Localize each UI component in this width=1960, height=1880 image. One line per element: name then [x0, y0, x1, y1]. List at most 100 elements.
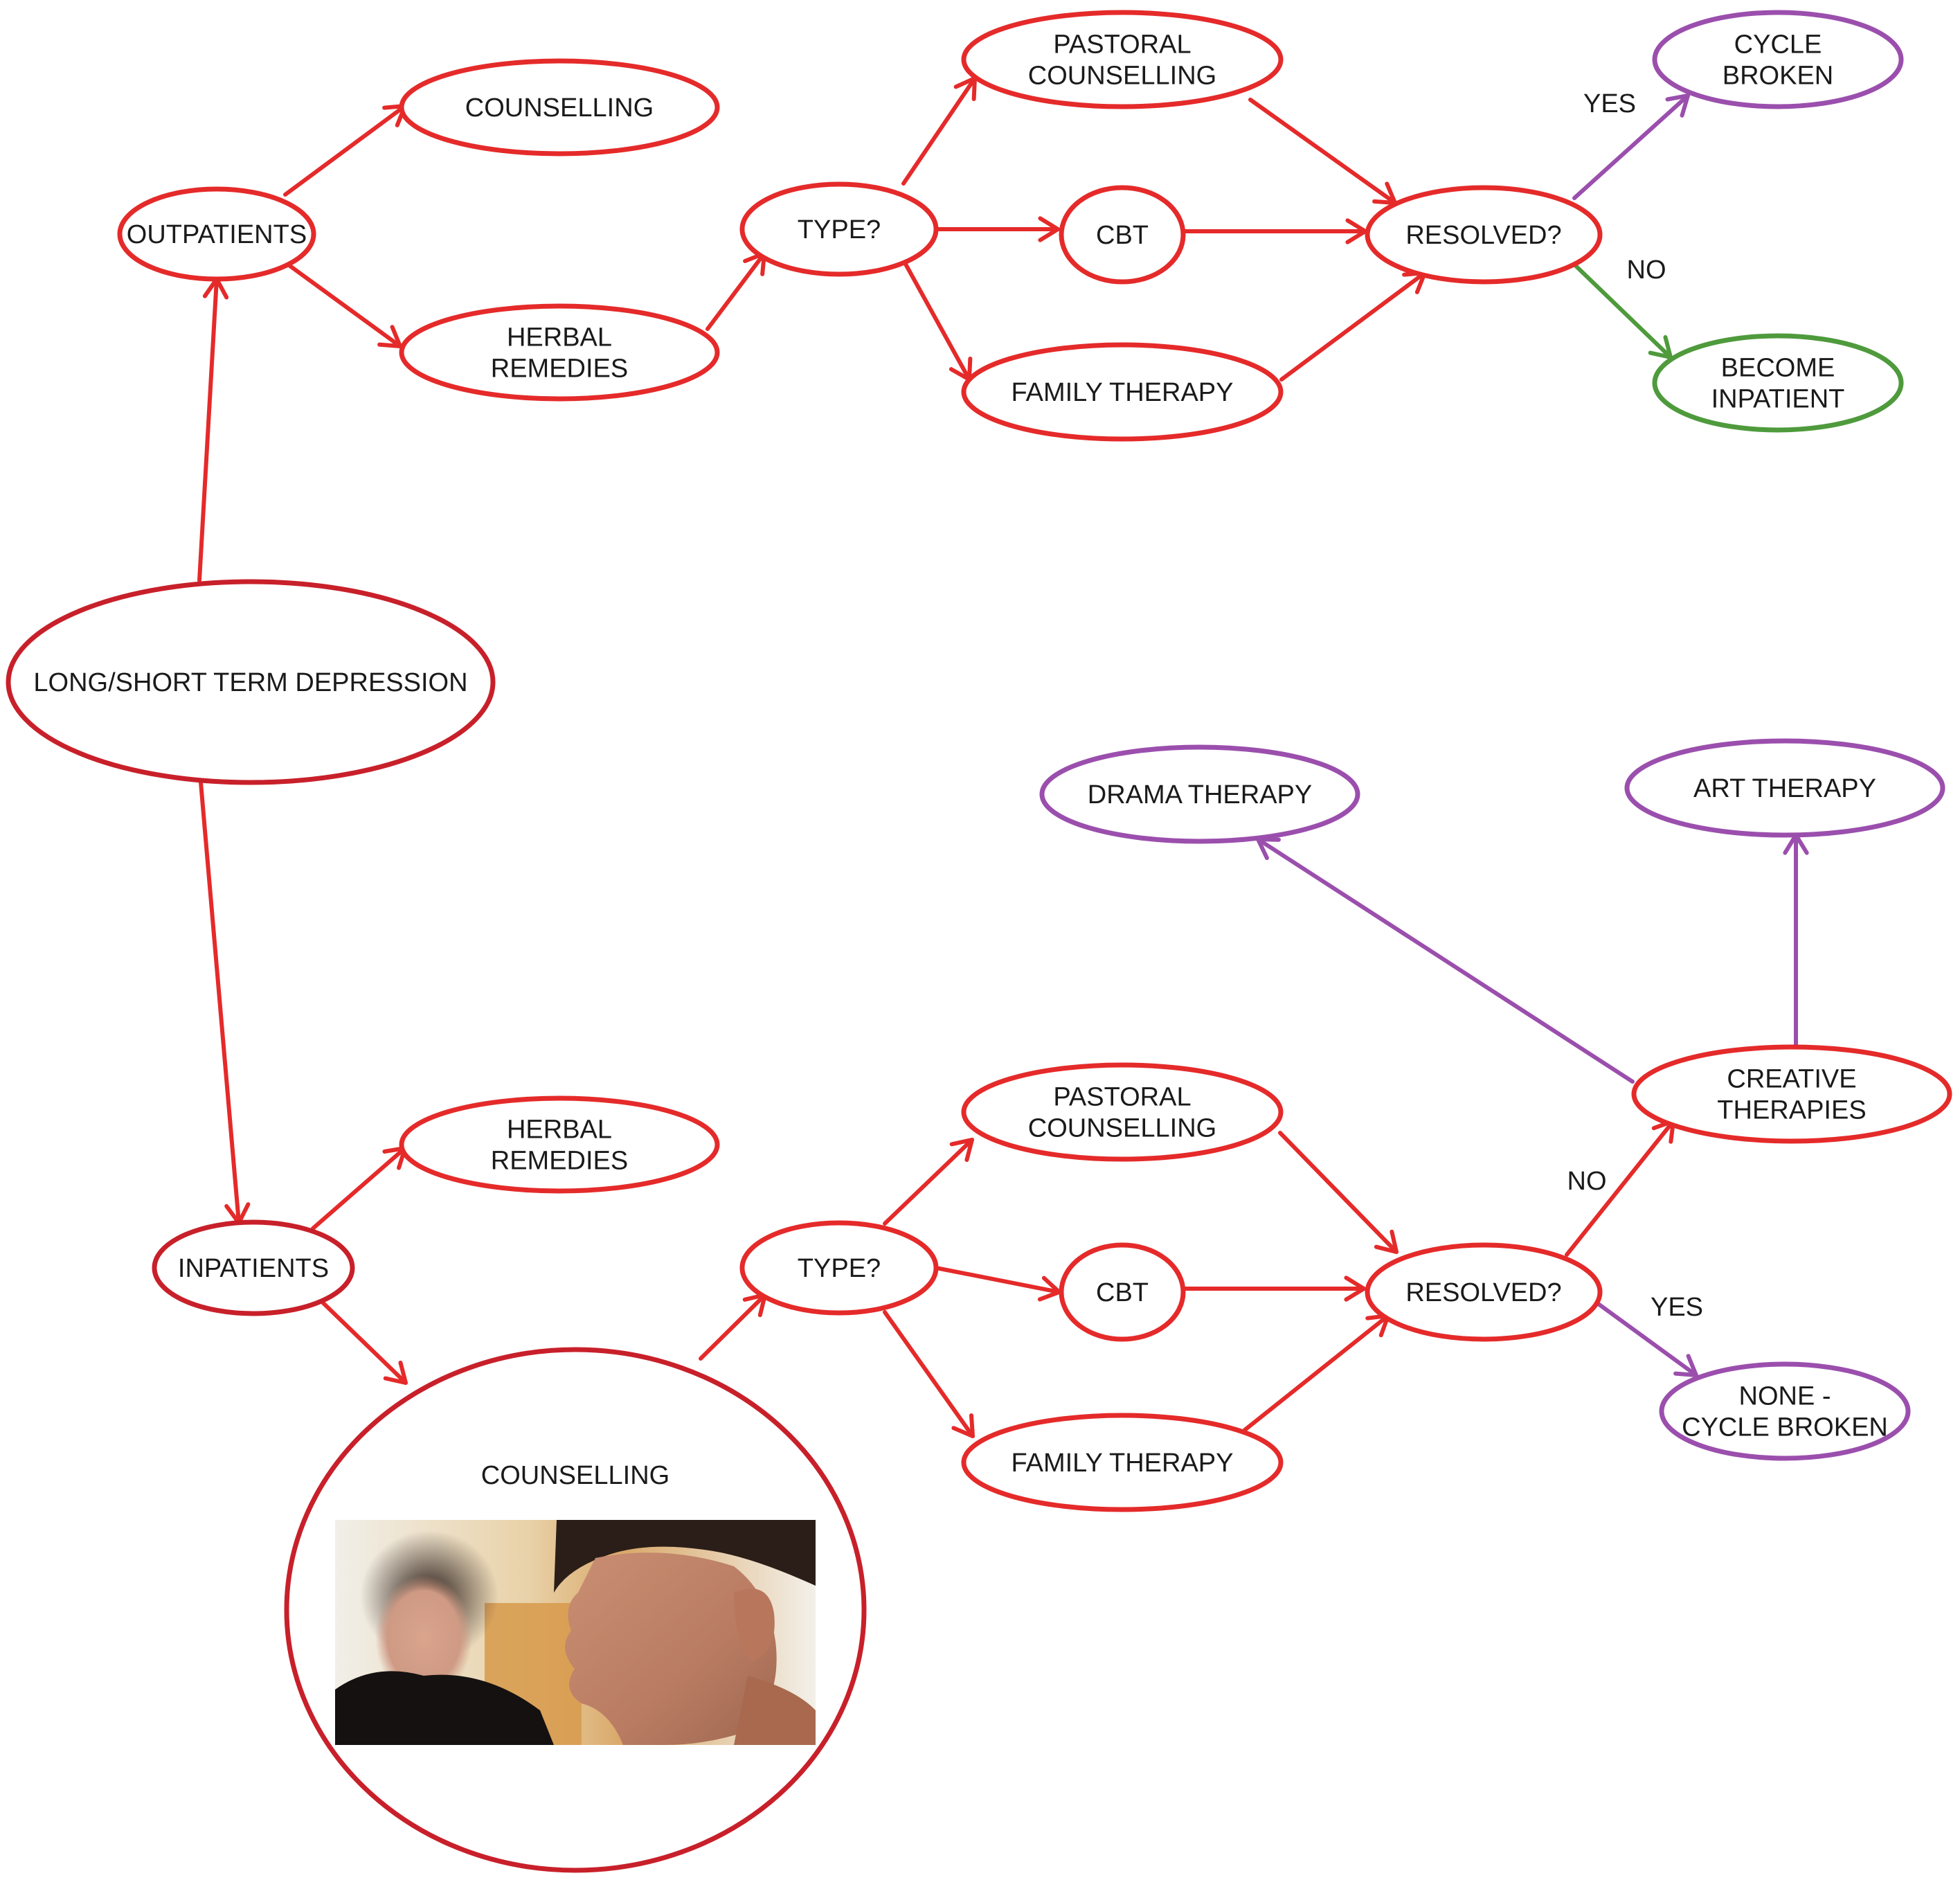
node-in-type: TYPE? — [739, 1220, 939, 1316]
arrowhead-icon — [377, 325, 402, 348]
node-out-resolved: RESOLVED? — [1365, 185, 1603, 285]
arrowhead-icon — [1344, 1275, 1366, 1302]
node-label: COUNSELLING — [465, 93, 654, 123]
node-label: INPATIENT — [1711, 385, 1845, 414]
man-ear — [734, 1588, 775, 1662]
node-label: DRAMA THERAPY — [1088, 780, 1312, 809]
arrowhead-icon — [383, 1360, 408, 1385]
edge-line — [699, 1293, 767, 1361]
node-outline — [6, 579, 496, 785]
node-in-family: FAMILY THERAPY — [961, 1413, 1284, 1512]
node-outline — [1059, 1242, 1186, 1342]
arrowhead-icon — [949, 1138, 974, 1163]
edge-line — [1278, 1131, 1399, 1254]
edge-line — [283, 104, 407, 197]
nodes-layer: LONG/SHORT TERM DEPRESSION OUTPATIENTS COU… — [6, 10, 1952, 1873]
node-label: COUNSELLING — [1028, 62, 1216, 91]
node-in-resolved: RESOLVED? — [1365, 1242, 1603, 1342]
edge-line — [705, 251, 766, 331]
edge-line — [1248, 98, 1397, 205]
node-in-cbt: CBT — [1059, 1242, 1186, 1342]
edge-line — [311, 1146, 407, 1230]
node-label: COUNSELLING — [1028, 1114, 1216, 1143]
arrowhead-icon — [1665, 93, 1690, 118]
edge-inpatients-to-in_counselling — [320, 1300, 408, 1385]
node-label: LONG/SHORT TERM DEPRESSION — [33, 668, 467, 697]
edge-out_resolved-to-become_inpatient: NO — [1572, 256, 1673, 359]
edge-out_family-to-out_resolved — [1279, 271, 1427, 382]
node-out-type: TYPE? — [739, 181, 939, 277]
node-outline — [1631, 1044, 1952, 1144]
arrowhead-icon — [1038, 216, 1060, 242]
edge-in_resolved-to-none_cycle: YES — [1590, 1293, 1703, 1377]
woman-face — [375, 1575, 472, 1700]
node-out-counselling: COUNSELLING — [399, 58, 720, 156]
node-art: ART THERAPY — [1624, 738, 1945, 838]
node-outline — [961, 342, 1284, 442]
edge-inpatients-to-in_herbal — [311, 1146, 407, 1230]
counselling-photo — [335, 1520, 816, 1745]
edge-line — [934, 1266, 1061, 1294]
node-outline — [1059, 185, 1186, 285]
node-outline — [399, 58, 720, 156]
edge-line — [1256, 837, 1635, 1084]
man-hair — [554, 1520, 816, 1593]
node-label: THERAPIES — [1717, 1096, 1866, 1125]
edge-root-to-outpatients — [197, 277, 229, 582]
edge-line — [1279, 271, 1427, 382]
edge-out_resolved-to-cycle_broken: YES — [1572, 89, 1690, 200]
node-outline — [961, 1413, 1284, 1512]
edge-outpatients-to-out_counselling — [283, 104, 407, 197]
edge-line — [1572, 262, 1673, 359]
edge-line — [1565, 1119, 1675, 1257]
node-outline — [1624, 738, 1945, 838]
node-label: OUTPATIENTS — [127, 220, 307, 249]
arrowhead-icon — [951, 1413, 975, 1438]
edge-line — [883, 1310, 975, 1438]
node-outline — [961, 10, 1284, 109]
edge-outpatients-to-out_herbal — [286, 262, 402, 348]
edge-in_counselling-to-in_type — [699, 1293, 767, 1361]
node-outline — [1652, 10, 1904, 109]
edge-line — [901, 258, 971, 382]
edge-creative-to-art — [1783, 833, 1809, 1049]
edge-creative-to-drama — [1256, 837, 1635, 1084]
node-drama: DRAMA THERAPY — [1039, 744, 1360, 844]
edge-root-to-inpatients — [199, 780, 251, 1225]
woman-body — [335, 1671, 554, 1745]
edge-line — [286, 262, 402, 348]
edge-out_type-to-out_cbt — [934, 216, 1060, 242]
edge-in_cbt-to-in_resolved — [1183, 1275, 1366, 1302]
node-label: ART THERAPY — [1693, 774, 1876, 803]
node-label: TYPE? — [798, 1254, 881, 1283]
node-outline — [739, 1220, 939, 1316]
edge-in_family-to-in_resolved — [1243, 1314, 1390, 1432]
node-outline — [1365, 1242, 1603, 1342]
node-outline — [117, 186, 316, 282]
node-label: RESOLVED? — [1405, 1278, 1561, 1307]
node-label: BECOME — [1721, 354, 1835, 383]
node-label: CREATIVE — [1727, 1065, 1856, 1094]
node-outline — [1365, 185, 1603, 285]
edge-label-yes: YES — [1583, 89, 1636, 118]
node-outline — [152, 1219, 355, 1316]
edge-out_cbt-to-out_resolved — [1183, 218, 1367, 244]
node-label: CBT — [1096, 1278, 1149, 1307]
man-face — [565, 1552, 777, 1745]
node-none-cycle: NONE -CYCLE BROKEN — [1659, 1361, 1911, 1461]
edge-label-no: NO — [1567, 1167, 1607, 1196]
node-label: COUNSELLING — [481, 1461, 669, 1490]
arrowhead-icon — [1673, 1354, 1698, 1377]
edge-line — [199, 780, 241, 1225]
edge-in_type-to-in_family — [883, 1310, 975, 1438]
node-label: RESOLVED? — [1405, 221, 1561, 250]
node-outline — [961, 1062, 1284, 1162]
edge-in_type-to-in_pastoral — [883, 1138, 974, 1226]
node-out-family: FAMILY THERAPY — [961, 342, 1284, 442]
